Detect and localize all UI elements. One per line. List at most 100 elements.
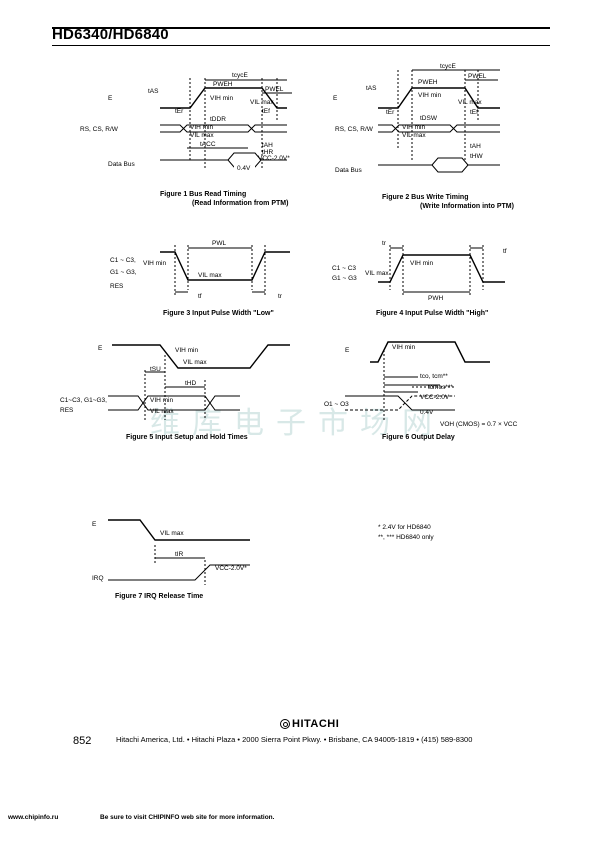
- fig1-databus-label: Data Bus: [108, 161, 135, 168]
- fig2-vil-label-2: VIL max: [402, 132, 426, 139]
- fig7-vil-label: VIL max: [160, 530, 184, 537]
- figure-6-diagram: [345, 341, 490, 420]
- fig6-tco-label: tco, tcm**: [420, 373, 448, 380]
- fig6-outputs-label: O1 ~ O3: [324, 401, 349, 408]
- fig6-e-label: E: [345, 347, 350, 354]
- fig1-vih-label: VIH min: [210, 95, 234, 102]
- fig7-vcc-label: VCC-2.0V*: [215, 565, 247, 572]
- footnotes: * 2.4V for HD6840 **, *** HD6840 only: [378, 523, 434, 543]
- fig1-pweh-label: PWEH: [213, 81, 233, 88]
- figure-6-caption: Figure 6 Output Delay: [382, 434, 455, 441]
- fig1-vil-label: VIL max: [250, 99, 274, 106]
- fig2-signals-label: RS, CS, R/W: [335, 126, 374, 133]
- fig5-thd-label: tHD: [185, 380, 197, 387]
- fig4-tf-label: tf: [503, 248, 507, 255]
- fig2-e-label: E: [333, 95, 338, 102]
- fig2-thw-label: tHW: [470, 153, 484, 160]
- figure-7-diagram: [108, 519, 250, 585]
- fig3-signal1-label: C1 ~ C3,: [110, 257, 136, 264]
- fig5-e-label: E: [98, 345, 103, 352]
- fig1-vih-label-2: VIH min: [190, 124, 214, 131]
- fig3-pwl-label: PWL: [212, 240, 226, 247]
- fig3-tf-label: tf: [198, 293, 202, 300]
- figure-4-diagram: [378, 245, 505, 295]
- fig1-tcyce-label: tcycE: [232, 72, 249, 79]
- fig6-voh-label: VOH (CMOS) = 0.7 × VCC: [440, 421, 518, 428]
- fig7-e-label: E: [92, 521, 97, 528]
- fig2-vih-label: VIH min: [418, 92, 442, 99]
- fig1-tah-label: tAH: [262, 142, 273, 149]
- fig2-tcyce-label: tcycE: [440, 63, 457, 70]
- figure-3-caption: Figure 3 Input Pulse Width "Low": [163, 310, 274, 317]
- fig2-vil-label: VIL max: [458, 99, 482, 106]
- fig1-ter-label: tEr: [175, 108, 184, 115]
- fig2-pwel-label: PWEL: [468, 73, 487, 80]
- watermark: 维库电子市场网: [150, 406, 444, 441]
- fig1-pwel-label: PWEL: [265, 86, 284, 93]
- fig1-tef-label: tEf: [262, 108, 270, 115]
- fig1-vcc-label: VCC-2.0V*: [258, 155, 290, 162]
- fig3-signal3-label: RES: [110, 283, 124, 290]
- footnote-1: * 2.4V for HD6840: [378, 524, 431, 531]
- fig2-ter-label: tEr: [386, 109, 395, 116]
- fig4-tr-label: tr: [382, 240, 387, 247]
- fig3-vih-label: VIH min: [143, 260, 167, 267]
- fig4-vih-label: VIH min: [410, 260, 434, 267]
- chipinfo-url[interactable]: www.chipinfo.ru: [8, 814, 59, 821]
- fig4-signal1-label: C1 ~ C3: [332, 265, 356, 272]
- fig1-vil-label-2: VIL max: [190, 132, 214, 139]
- fig4-signal2-label: G1 ~ G3: [332, 275, 357, 282]
- figure-1-caption: Figure 1 Bus Read Timing (Read Informati…: [160, 191, 289, 207]
- fig2-tef-label: tEf: [470, 109, 478, 116]
- fig1-tas-label: tAS: [148, 88, 159, 95]
- figure-2-caption: Figure 2 Bus Write Timing (Write Informa…: [382, 194, 514, 210]
- header-rule: [52, 27, 550, 29]
- fig5-signal2-label: RES: [60, 407, 74, 414]
- hitachi-logo-icon: [280, 719, 290, 729]
- footer-address: Hitachi America, Ltd. • Hitachi Plaza • …: [116, 735, 473, 744]
- fig1-signals-label: RS, CS, R/W: [80, 126, 119, 133]
- header-underline: [52, 45, 550, 46]
- fig2-tah-label: tAH: [470, 143, 481, 150]
- hitachi-logo: HITACHI: [280, 718, 339, 730]
- fig6-vih-label: VIH min: [392, 344, 416, 351]
- figure-5-caption: Figure 5 Input Setup and Hold Times: [126, 434, 248, 441]
- fig4-vil-label: VIL max: [365, 270, 389, 277]
- fig2-vih-label-2: VIH min: [402, 124, 426, 131]
- footnote-2: **, *** HD6840 only: [378, 534, 434, 541]
- fig3-signal2-label: G1 ~ G3,: [110, 269, 137, 276]
- fig6-v04-label: 0.4V: [420, 409, 434, 416]
- fig1-tacc-label: tACC: [200, 141, 216, 148]
- fig6-vcc-label: VCC-2.0V: [420, 394, 450, 401]
- fig5-vih-label-2: VIH min: [150, 397, 174, 404]
- fig5-vil-label-2: VIL max: [150, 408, 174, 415]
- chipinfo-message: Be sure to visit CHIPINFO web site for m…: [100, 814, 275, 821]
- fig5-signal1-label: C1~C3, G1~G3,: [60, 397, 107, 404]
- figure-2-diagram: [378, 69, 500, 173]
- fig7-irq-label: IRQ: [92, 575, 104, 582]
- page-number: 852: [73, 735, 92, 747]
- fig6-tcmos-label: tcmos***: [428, 384, 453, 391]
- fig2-databus-label: Data Bus: [335, 167, 362, 174]
- figure-5-diagram: [108, 344, 290, 420]
- fig1-v04-label: 0.4V: [237, 165, 251, 172]
- fig3-vil-label: VIL max: [198, 272, 222, 279]
- fig1-thr-label: tHR: [262, 149, 274, 156]
- fig2-tas-label: tAS: [366, 85, 377, 92]
- fig3-tr-label: tr: [278, 293, 283, 300]
- figure-3-diagram: [160, 245, 290, 295]
- fig1-e-label: E: [108, 95, 113, 102]
- figure-7-caption: Figure 7 IRQ Release Time: [115, 593, 204, 600]
- figure-1-diagram: [160, 78, 292, 171]
- fig5-tsu-label: tSU: [150, 366, 161, 373]
- figure-4-caption: Figure 4 Input Pulse Width "High": [376, 310, 489, 317]
- fig2-pweh-label: PWEH: [418, 79, 438, 86]
- fig5-vil-label: VIL max: [183, 359, 207, 366]
- fig5-vih-label: VIH min: [175, 347, 199, 354]
- fig2-tdsw-label: tDSW: [420, 115, 438, 122]
- page-title: HD6340/HD6840: [52, 26, 169, 43]
- fig4-pwh-label: PWH: [428, 295, 443, 302]
- fig1-tddr-label: tDDR: [210, 116, 226, 123]
- fig7-tir-label: tIR: [175, 551, 184, 558]
